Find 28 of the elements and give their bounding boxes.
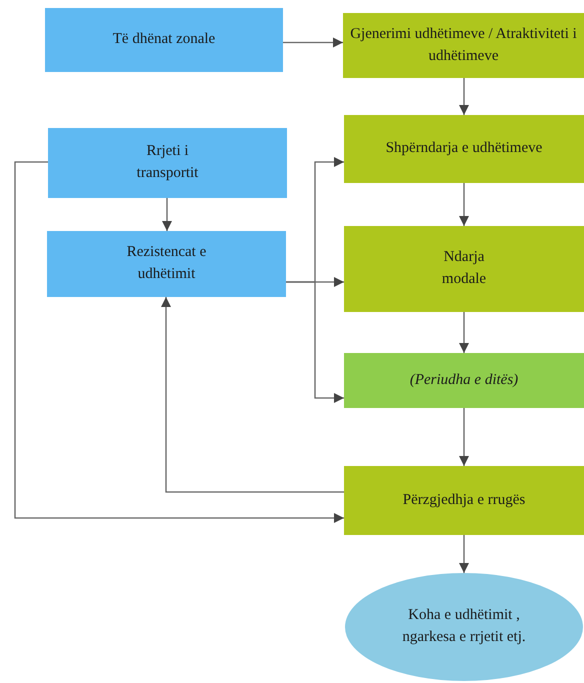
arrow <box>459 183 469 226</box>
arrow <box>14 161 344 523</box>
result-ellipse <box>345 573 583 681</box>
node-label: Gjenerimi udhëtimeve / Atraktiviteti i udhëtimeve <box>349 24 578 66</box>
node-label: (Periudha e ditës) <box>410 370 518 390</box>
arrow <box>459 78 469 115</box>
node-label: Shpërndarja e udhëtimeve <box>386 139 542 158</box>
process-box <box>344 115 584 183</box>
arrow <box>162 198 172 231</box>
process-box <box>48 128 287 198</box>
node-label: Rezistencat e udhëtimit <box>126 243 208 284</box>
process-box <box>344 226 584 312</box>
node-label: Përzgjedhja e rrugës <box>402 490 526 510</box>
process-box <box>47 231 286 297</box>
process-box <box>344 353 584 408</box>
node-label: Ndarja modale <box>440 248 488 289</box>
process-box <box>45 8 283 72</box>
arrow <box>459 535 469 573</box>
arrow <box>286 281 344 403</box>
node-label: Të dhënat zonale <box>112 30 216 50</box>
arrow <box>161 297 344 493</box>
node-label: Rrjeti i transportit <box>136 142 200 183</box>
arrow <box>283 38 343 48</box>
node-label: Koha e udhëtimit , ngarkesa e rrjetit etj. <box>401 606 527 647</box>
process-box <box>344 466 584 535</box>
process-box <box>343 13 584 78</box>
arrow <box>459 312 469 353</box>
arrow <box>459 408 469 466</box>
